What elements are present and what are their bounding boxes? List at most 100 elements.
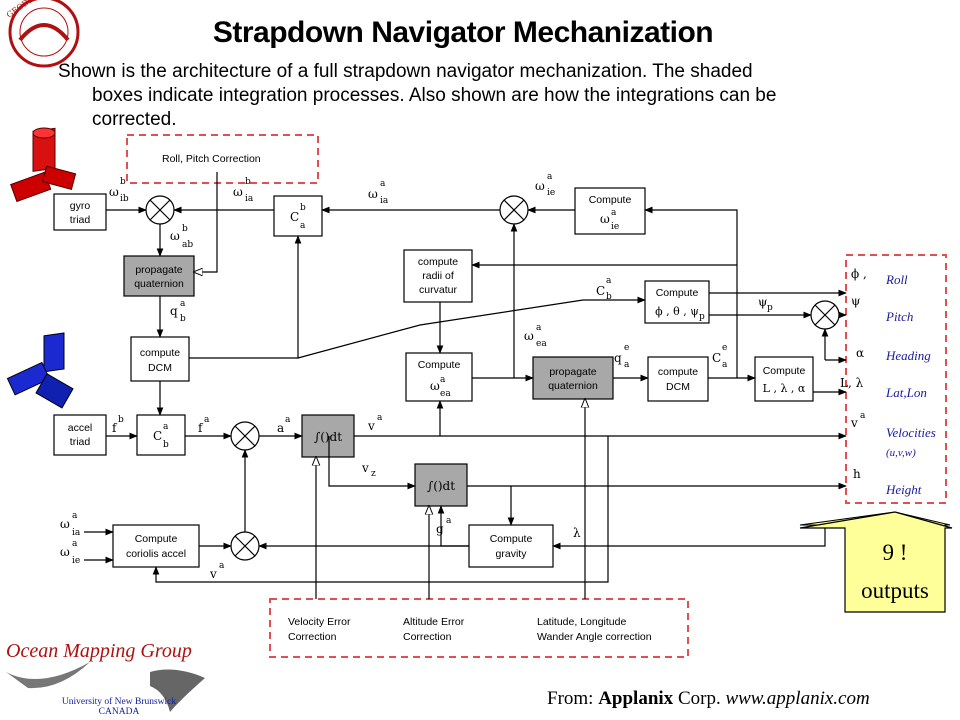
svg-text:C: C	[290, 210, 299, 224]
svg-text:ea: ea	[536, 339, 547, 349]
sum-junction-gyro	[145, 195, 175, 225]
svg-text:a: a	[446, 516, 452, 526]
output-velocities: Velocities	[886, 425, 936, 440]
svg-text:b: b	[300, 203, 306, 213]
compute-l-lambda-alpha-block: Compute L , λ , α	[754, 356, 814, 402]
svg-text:DCM: DCM	[148, 362, 172, 374]
intro-line-1: Shown is the architecture of a full stra…	[58, 61, 753, 82]
svg-text:ea: ea	[440, 389, 451, 399]
altitude-correction-l1: Altitude Error	[403, 616, 465, 628]
propagate-quaternion-1-block: propagate quaternion	[123, 255, 195, 297]
svg-text:C: C	[712, 351, 721, 365]
svg-text:ϕ ,: ϕ ,	[851, 267, 867, 281]
svg-text:v: v	[850, 416, 858, 430]
svg-text:e: e	[624, 343, 629, 353]
svg-text:α: α	[856, 346, 864, 360]
svg-text:radii of: radii of	[422, 270, 454, 282]
svg-text:ω: ω	[170, 229, 180, 243]
svg-text:ω: ω	[233, 185, 243, 199]
outputs-box	[845, 254, 947, 504]
svg-text:a: a	[219, 561, 225, 571]
university-line-2: CANADA	[98, 707, 140, 717]
svg-text:triad: triad	[70, 436, 91, 448]
velocity-correction-l1: Velocity Error	[288, 616, 351, 628]
svg-text:ia: ia	[380, 196, 389, 206]
svg-text:Compute: Compute	[656, 287, 699, 299]
credit-corp: Corp.	[673, 688, 726, 709]
svg-text:v: v	[209, 567, 217, 581]
svg-text:λ: λ	[573, 526, 581, 540]
sum-junction-coriolis	[230, 531, 260, 561]
svg-text:a: a	[722, 360, 728, 370]
roll-pitch-correction-label: Roll, Pitch Correction	[162, 153, 261, 165]
svg-text:ω: ω	[430, 379, 440, 393]
svg-text:e: e	[722, 343, 727, 353]
compute-dcm-2-block: compute DCM	[647, 356, 709, 402]
sum-junction-earth-rate	[499, 195, 529, 225]
svg-text:ω: ω	[368, 187, 378, 201]
svg-text:ω: ω	[600, 212, 610, 226]
svg-text:h: h	[853, 467, 861, 481]
svg-text:C: C	[153, 429, 162, 443]
svg-text:ω: ω	[60, 545, 70, 559]
svg-text:p: p	[699, 312, 705, 322]
svg-text:q: q	[170, 304, 178, 318]
svg-text:a: a	[300, 221, 306, 231]
svg-text:a: a	[204, 415, 210, 425]
signal-lines	[84, 172, 847, 599]
university-line-1: University of New Brunswick	[61, 697, 177, 707]
page-title: Strapdown Navigator Mechanization	[212, 16, 714, 49]
omg-logo-graphic	[6, 662, 205, 712]
latlon-correction-l2: Wander Angle correction	[537, 631, 652, 643]
propagate-quaternion-2-block: propagate quaternion	[532, 356, 614, 400]
svg-text:quaternion: quaternion	[134, 278, 184, 290]
svg-text:f: f	[112, 421, 118, 435]
svg-text:a: a	[547, 172, 553, 182]
callout-line-1: 9 !	[883, 540, 908, 565]
outputs-callout-arrow: 9 ! outputs	[799, 511, 953, 613]
credit-company: Applanix	[598, 688, 674, 709]
source-credit: From: Applanix Corp. www.applanix.com	[547, 688, 870, 710]
svg-text:ϕ , θ , ψ: ϕ , θ , ψ	[655, 305, 699, 318]
callout-line-2: outputs	[861, 578, 929, 603]
sum-junction-heading	[810, 300, 840, 330]
svg-text:Compute: Compute	[589, 194, 632, 206]
c-b-a-block: Cba	[273, 195, 323, 237]
height-integrator-block: ∫()dt	[414, 463, 468, 507]
altitude-correction-l2: Correction	[403, 631, 452, 643]
svg-text:Compute: Compute	[135, 533, 178, 545]
output-pitch: Pitch	[885, 309, 913, 324]
svg-text:v: v	[367, 419, 375, 433]
svg-text:ω: ω	[60, 517, 70, 531]
svg-text:a: a	[606, 276, 612, 286]
output-latlon: Lat,Lon	[885, 385, 927, 400]
svg-text:propagate: propagate	[549, 366, 596, 378]
university-label: University of New Brunswick CANADA	[44, 697, 194, 717]
svg-text:accel: accel	[68, 422, 93, 434]
intro-line-3: corrected.	[92, 109, 177, 130]
svg-text:ie: ie	[72, 556, 80, 566]
svg-text:ω: ω	[524, 329, 534, 343]
geodesy-logo: GEODESY AND GEOMATICS	[5, 0, 107, 68]
svg-text:b: b	[180, 314, 186, 324]
svg-text:coriolis accel: coriolis accel	[126, 548, 186, 560]
svg-text:ie: ie	[547, 188, 555, 198]
svg-text:L , λ , α: L , λ , α	[763, 382, 806, 395]
latlon-correction-l1: Latitude, Longitude	[537, 616, 626, 628]
svg-text:DCM: DCM	[666, 381, 690, 393]
svg-text:ib: ib	[120, 194, 129, 204]
svg-text:a: a	[377, 413, 383, 423]
intro-paragraph: Shown is the architecture of a full stra…	[58, 60, 938, 132]
svg-text:a: a	[624, 360, 630, 370]
svg-text:Compute: Compute	[418, 359, 461, 371]
compute-coriolis-block: Compute coriolis accel	[112, 524, 200, 568]
svg-text:ab: ab	[182, 240, 193, 250]
compute-dcm-1-block: compute DCM	[130, 336, 190, 382]
svg-text:g: g	[436, 522, 444, 536]
svg-text:f: f	[198, 421, 204, 435]
svg-text:∫()dt: ∫()dt	[427, 479, 455, 493]
svg-text:a: a	[277, 421, 284, 435]
